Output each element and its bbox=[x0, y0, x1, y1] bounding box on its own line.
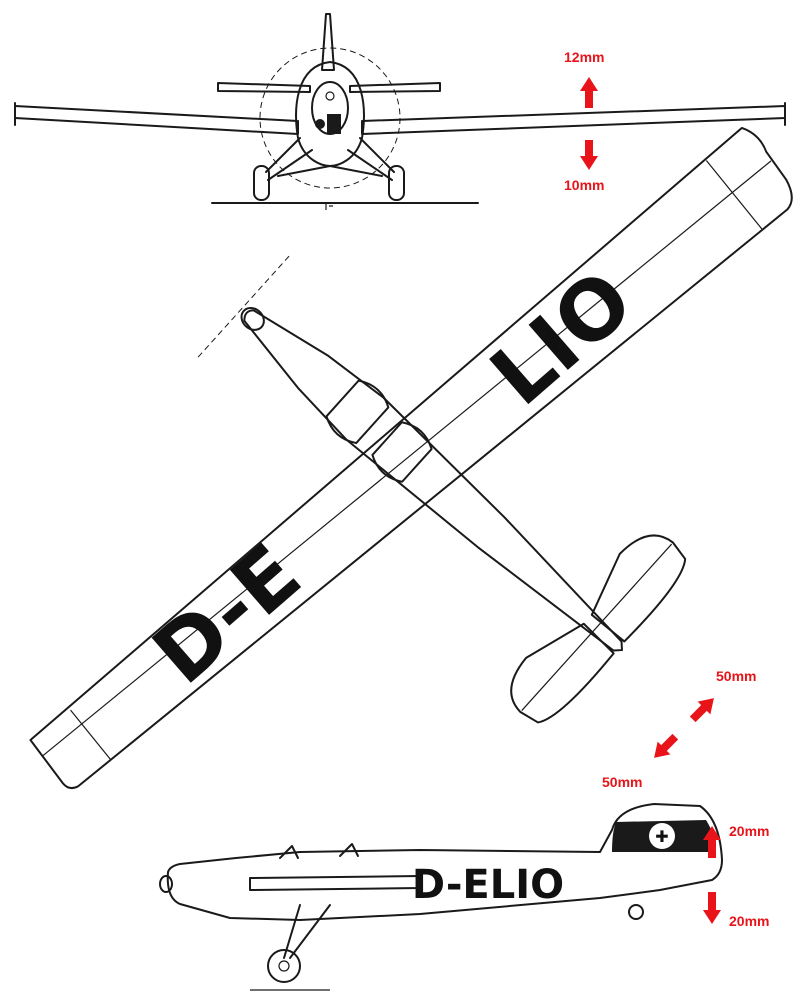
tail-down-label: 50mm bbox=[602, 774, 642, 790]
side-gear bbox=[283, 904, 331, 959]
wing-registration-right: LIO bbox=[473, 253, 650, 425]
side-canopies bbox=[279, 843, 359, 859]
front-wheel-left bbox=[253, 165, 270, 201]
front-landing-gear-struts bbox=[265, 137, 395, 181]
top-fuselage bbox=[243, 309, 623, 652]
tail-wheel bbox=[628, 904, 644, 920]
side-down-arrow bbox=[703, 892, 721, 924]
side-wing bbox=[249, 875, 421, 891]
front-tailplane-right bbox=[349, 82, 441, 93]
top-fuselage-group bbox=[195, 255, 687, 724]
tailplane-left bbox=[590, 534, 687, 643]
fuselage-registration: D-ELIO bbox=[412, 862, 564, 908]
front-wheel-right bbox=[388, 165, 405, 201]
front-up-label: 12mm bbox=[564, 49, 604, 65]
front-wing-left bbox=[14, 105, 299, 135]
tail-down-arrow bbox=[654, 733, 679, 758]
front-wing-right bbox=[361, 105, 786, 135]
side-up-arrow bbox=[703, 826, 721, 858]
side-spinner bbox=[159, 875, 173, 893]
spinner bbox=[240, 306, 265, 331]
side-fuselage bbox=[166, 803, 723, 921]
side-down-label: 20mm bbox=[729, 913, 769, 929]
side-up-label: 20mm bbox=[729, 823, 769, 839]
side-wheel bbox=[267, 949, 301, 983]
top-view: D-E LIO bbox=[29, 126, 793, 790]
canopy-front bbox=[325, 379, 390, 445]
top-wing bbox=[29, 126, 793, 790]
front-down-label: 10mm bbox=[564, 177, 604, 193]
tail-up-label: 50mm bbox=[716, 668, 756, 684]
propeller-disc bbox=[259, 47, 401, 189]
tail-up-arrow bbox=[689, 698, 714, 723]
annotations: 12mm 10mm 50mm 50mm 20mm 20mm bbox=[564, 49, 769, 929]
front-down-arrow bbox=[580, 140, 598, 170]
front-view bbox=[14, 13, 786, 210]
front-fin bbox=[321, 13, 335, 71]
tailplane-right bbox=[510, 622, 615, 724]
front-tailplane-left bbox=[217, 82, 311, 93]
canopy-rear bbox=[371, 421, 433, 483]
side-view: ✚ D-ELIO bbox=[159, 803, 723, 991]
propeller-centerline bbox=[195, 255, 290, 361]
svg-text:✚: ✚ bbox=[655, 827, 668, 846]
front-up-arrow bbox=[580, 77, 598, 108]
